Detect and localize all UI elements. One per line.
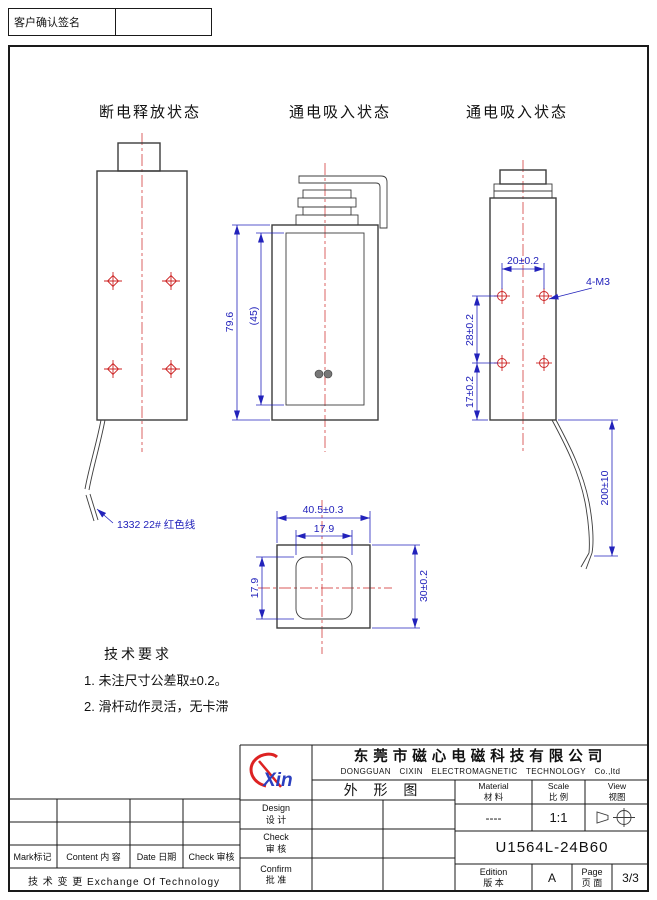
dim-wire-length: 200±10 (599, 470, 611, 505)
view-title-released: 断电释放状态 (98, 103, 201, 121)
view-title-energized-front: 通电吸入状态 (288, 103, 391, 121)
projection-symbol-icon (596, 808, 635, 827)
tapped-hole (535, 287, 553, 305)
page-label: Page 页 面 (572, 864, 612, 892)
design-label: Design 设 计 (240, 800, 312, 829)
bottom-view: 40.5±0.3 17.9 17.9 30±0.2 (249, 500, 430, 654)
view-label-cn: 视图 (608, 792, 626, 802)
scale-label-en: Scale (547, 781, 570, 792)
design-label-en: Design (261, 803, 290, 814)
revision-table-grid (8, 798, 240, 869)
mounting-hole (103, 271, 123, 291)
page-value: 3/3 (622, 871, 639, 885)
company-name-cn: 东莞市磁心电磁科技有限公司 (353, 748, 608, 765)
dim-base-width: 40.5±0.3 (303, 504, 344, 516)
right-view: 20±0.2 4-M3 28±0.2 17±0.2 200±10 (464, 160, 618, 570)
tapped-hole (535, 354, 553, 372)
left-view: 1332 22# 红色线 (84, 133, 196, 531)
signature-box: 客户确认签名 (8, 8, 212, 36)
drawing-frame (8, 45, 649, 892)
company-name-en: DONGGUAN CIXIN ELECTROMAGNETIC TECHNOLOG… (340, 767, 621, 776)
dim-edge-offset: 17±0.2 (464, 376, 476, 408)
plunger-section (295, 556, 353, 620)
confirm-label: Confirm 批 准 (240, 858, 312, 892)
dim-plunger-width: 17.9 (314, 523, 335, 535)
mounting-hole (103, 359, 123, 379)
tech-requirement-1: 1. 未注尺寸公差取±0.2。 (84, 673, 228, 688)
check-label-en: Check (263, 832, 289, 843)
dim-hole-spacing-y: 28±0.2 (464, 314, 476, 346)
mounting-hole (161, 359, 181, 379)
edition-value: A (547, 871, 556, 885)
company-logo-icon: Xin (249, 752, 293, 791)
title-block-grid (239, 744, 649, 892)
check-label: Check 审 核 (240, 829, 312, 858)
tech-requirements-title: 技术要求 (104, 646, 172, 662)
tech-requirement-2: 2. 滑杆动作灵活，无卡滞 (84, 699, 229, 714)
dim-base-height: 30±0.2 (418, 570, 430, 602)
dim-inner-height: (45) (248, 307, 260, 326)
revision-header-check: Check 审核 (188, 852, 235, 862)
coil-lead-dot (323, 369, 333, 379)
material-label-en: Material (478, 781, 509, 792)
material-value: ---- (485, 810, 502, 825)
scale-label-cn: 比 例 (548, 792, 569, 802)
dim-thread: 4-M3 (586, 276, 610, 288)
material-label: Material 材 料 (455, 781, 532, 803)
page-label-en: Page (581, 866, 603, 877)
coil-lead-dot (314, 369, 324, 379)
view-label-en: View (607, 781, 627, 792)
design-label-cn: 设 计 (265, 814, 287, 825)
mounting-hole (161, 271, 181, 291)
page-label-cn: 页 面 (581, 878, 603, 888)
middle-view: 79.6 (45) (224, 163, 388, 452)
revision-header-date: Date 日期 (136, 852, 177, 862)
edition-label-cn: 版 本 (483, 878, 504, 888)
dim-hole-spacing-x: 20±0.2 (507, 255, 539, 267)
view-title-energized-side: 通电吸入状态 (465, 103, 568, 121)
revision-header-mark: Mark标记 (13, 852, 52, 862)
check-label-cn: 审 核 (265, 843, 287, 854)
material-label-cn: 材 料 (483, 792, 504, 802)
confirm-label-en: Confirm (260, 863, 292, 874)
view-label: View 视图 (585, 781, 649, 803)
drawing-type: 外 形 图 (343, 782, 424, 798)
revision-header-content: Content 内 容 (66, 852, 121, 862)
scale-label: Scale 比 例 (532, 781, 585, 803)
edition-label: Edition 版 本 (455, 864, 532, 892)
dim-plunger-height: 17.9 (249, 578, 261, 599)
confirm-label-cn: 批 准 (265, 875, 287, 885)
part-number: U1564L-24B60 (495, 839, 609, 856)
signature-label: 客户确认签名 (9, 9, 116, 35)
dim-body-height: 79.6 (224, 312, 236, 333)
revision-footer: 技 术 变 更 Exchange Of Technology (27, 876, 221, 888)
edition-label-en: Edition (479, 866, 508, 877)
mounting-bracket (298, 175, 388, 229)
scale-value: 1:1 (549, 810, 568, 825)
wire-label: 1332 22# 红色线 (117, 518, 196, 531)
logo-text: Xin (262, 770, 293, 791)
